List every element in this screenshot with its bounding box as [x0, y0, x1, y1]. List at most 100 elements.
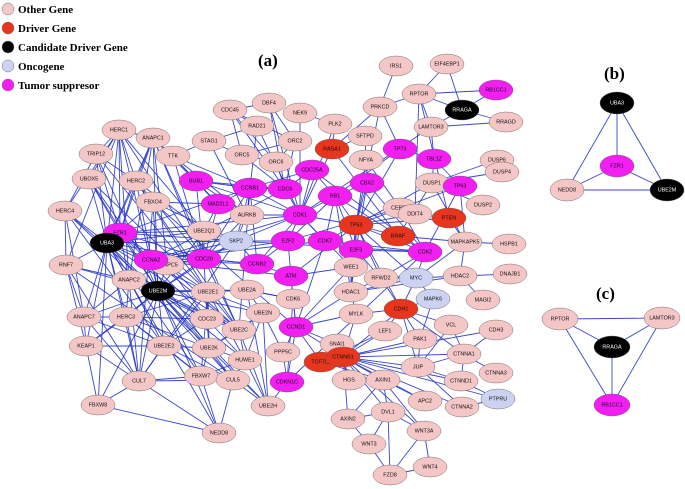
a-node-anapc1[interactable]: ANAPC1 [135, 127, 171, 149]
a-node-mapkapk5[interactable]: MAPKAPK5 [447, 231, 483, 253]
a-node-hgs[interactable]: HGS [331, 369, 367, 391]
a-node-hdac1[interactable]: HDAC1 [333, 281, 369, 303]
a-node-prkcd[interactable]: PRKCD [362, 96, 398, 118]
a-node-e2f3[interactable]: E2F3 [338, 239, 374, 261]
a-node-dusp4[interactable]: DUSP4 [484, 161, 520, 183]
a-node-tbl1z[interactable]: TBL1Z [416, 148, 452, 170]
a-node-keap1[interactable]: KEAP1 [68, 335, 104, 357]
a-node-atm[interactable]: ATM [273, 265, 309, 287]
a-node-ube2q1[interactable]: UBE2Q1 [186, 220, 222, 242]
a-node-ube2c[interactable]: UBE2C [221, 319, 257, 341]
c-node-rraga[interactable]: RRAGA [593, 335, 631, 359]
a-node-nedd8[interactable]: NEDD8 [201, 422, 237, 444]
a-node-ube2k[interactable]: UBE2K [191, 337, 227, 359]
a-node-ube2m[interactable]: UBE2M [140, 280, 176, 302]
a-node-ubox5[interactable]: UBOX5 [71, 168, 107, 190]
a-node-rb1[interactable]: RB1 [317, 185, 353, 207]
a-node-ddit4[interactable]: DDIT4 [397, 203, 433, 225]
a-node-fbxo4[interactable]: FBXO4 [135, 191, 171, 213]
b-node-nedd8[interactable]: NEDD8 [549, 178, 585, 202]
a-node-rragd[interactable]: RRAGD [488, 111, 524, 133]
a-node-hdac2[interactable]: HDAC2 [442, 265, 478, 287]
a-node-cul5[interactable]: CUL5 [215, 369, 251, 391]
a-node-dvl1[interactable]: DVL1 [370, 401, 406, 423]
a-node-lef1[interactable]: LEF1 [367, 320, 403, 342]
a-node-herc4[interactable]: HERC4 [47, 200, 83, 222]
c-node-rptor[interactable]: RPTOR [541, 307, 579, 331]
a-node-plk2[interactable]: PLK2 [317, 113, 353, 135]
a-node-dnajb1[interactable]: DNAJB1 [492, 263, 528, 285]
a-node-fbxw8[interactable]: FBXW8 [80, 394, 116, 416]
a-node-cdh3[interactable]: CDH3 [478, 319, 514, 341]
a-node-wnt3a[interactable]: WNT3A [406, 420, 442, 442]
a-node-pten[interactable]: PTEN [431, 207, 467, 229]
a-node-axin2[interactable]: AXIN2 [330, 408, 366, 430]
a-node-herc1[interactable]: HERC1 [101, 119, 137, 141]
a-node-hspb1[interactable]: HSPB1 [491, 233, 527, 255]
a-node-pak1[interactable]: PAK1 [402, 328, 438, 350]
a-node-orc2[interactable]: ORC2 [277, 130, 313, 152]
a-node-ube2e2[interactable]: UBE2E2 [146, 335, 182, 357]
a-node-ttk[interactable]: TTK [155, 145, 191, 167]
a-node-huwe1[interactable]: HUWE1 [227, 349, 263, 371]
a-node-dusp2[interactable]: DUSP2 [465, 194, 501, 216]
a-node-cdc20[interactable]: CDC20 [186, 248, 222, 270]
a-node-orc6[interactable]: ORC6 [258, 151, 294, 173]
a-node-dbf4[interactable]: DBF4 [251, 92, 287, 114]
a-node-cdc45[interactable]: CDC45 [212, 99, 248, 121]
a-node-cdk2[interactable]: CDK2 [407, 241, 443, 263]
a-node-cdkn1c[interactable]: CDKN1C [269, 371, 305, 393]
a-node-mad2l1[interactable]: MAD2L1 [200, 193, 236, 215]
a-node-rfwd2[interactable]: RFWD2 [363, 267, 399, 289]
a-node-cdh1[interactable]: CDH1 [383, 298, 419, 320]
a-node-aurkb[interactable]: AURKB [229, 204, 265, 226]
a-node-ctnna1[interactable]: CTNNA1 [446, 343, 482, 365]
a-node-cbx2[interactable]: CBX2 [349, 172, 385, 194]
a-node-ube2h[interactable]: UBE2H [250, 395, 286, 417]
a-node-ccnd1[interactable]: CCND1 [278, 316, 314, 338]
a-node-nfya[interactable]: NFYA [348, 149, 384, 171]
a-node-cdc6[interactable]: CDC6 [267, 178, 303, 200]
a-node-rb1cc1[interactable]: RB1CC1 [478, 79, 514, 101]
a-node-tp53[interactable]: TP53 [338, 214, 374, 236]
a-node-lamtor3[interactable]: LAMTOR3 [413, 116, 449, 138]
a-node-braf[interactable]: BRAF [380, 225, 416, 247]
a-node-myc[interactable]: MYC [398, 267, 434, 289]
a-node-rraga[interactable]: RRAGA [444, 99, 480, 121]
a-node-bub1[interactable]: BUB1 [178, 170, 214, 192]
a-node-ccnb1[interactable]: CCNB1 [232, 177, 268, 199]
a-node-cdc25a[interactable]: CDC25A [294, 159, 330, 181]
a-node-irs1[interactable]: IRS1 [378, 55, 414, 77]
a-node-ctnnd1[interactable]: CTNND1 [443, 370, 479, 392]
a-node-axin1[interactable]: AXIN1 [365, 369, 401, 391]
a-node-uba3[interactable]: UBA3 [89, 232, 125, 254]
a-node-vcl[interactable]: VCL [433, 314, 469, 336]
a-node-ctnnb1[interactable]: CTNNB1 [325, 346, 361, 368]
a-node-cul7[interactable]: CUL7 [121, 370, 157, 392]
a-node-orc5[interactable]: ORC5 [224, 144, 260, 166]
a-node-cdk7[interactable]: CDK7 [307, 230, 343, 252]
a-node-sftpd[interactable]: SFTPD [347, 125, 383, 147]
a-node-rnf7[interactable]: RNF7 [48, 254, 84, 276]
c-node-rb1cc1[interactable]: RB1CC1 [593, 393, 631, 417]
a-node-ctnna2[interactable]: CTNNA2 [444, 396, 480, 418]
a-node-trip12[interactable]: TRIP12 [78, 143, 114, 165]
a-node-rptor[interactable]: RPTOR [401, 83, 437, 105]
a-node-stag1[interactable]: STAG1 [191, 130, 227, 152]
a-node-ccnb2[interactable]: CCNB2 [239, 253, 275, 275]
a-node-eif4ebp1[interactable]: EIF4EBP1 [429, 53, 465, 75]
a-node-fbxw7[interactable]: FBXW7 [183, 365, 219, 387]
a-node-cdc23[interactable]: CDC23 [189, 308, 225, 330]
b-node-uba3[interactable]: UBA3 [599, 91, 635, 115]
a-node-wnt4[interactable]: WNT4 [412, 456, 448, 478]
b-node-fzr1[interactable]: FZR1 [599, 154, 635, 178]
b-node-ube2m[interactable]: UBE2M [649, 178, 685, 202]
a-node-mapk6[interactable]: MAPK6 [415, 288, 451, 310]
a-node-ptpru[interactable]: PTPRU [480, 388, 516, 410]
a-node-tp63[interactable]: TP63 [442, 175, 478, 197]
a-node-wee1[interactable]: WEE1 [333, 256, 369, 278]
a-node-skp2[interactable]: SKP2 [218, 230, 254, 252]
a-node-fzd8[interactable]: FZD8 [372, 464, 408, 486]
a-node-herc2[interactable]: HERC2 [118, 170, 154, 192]
a-node-ube2a[interactable]: UBE2A [229, 279, 265, 301]
